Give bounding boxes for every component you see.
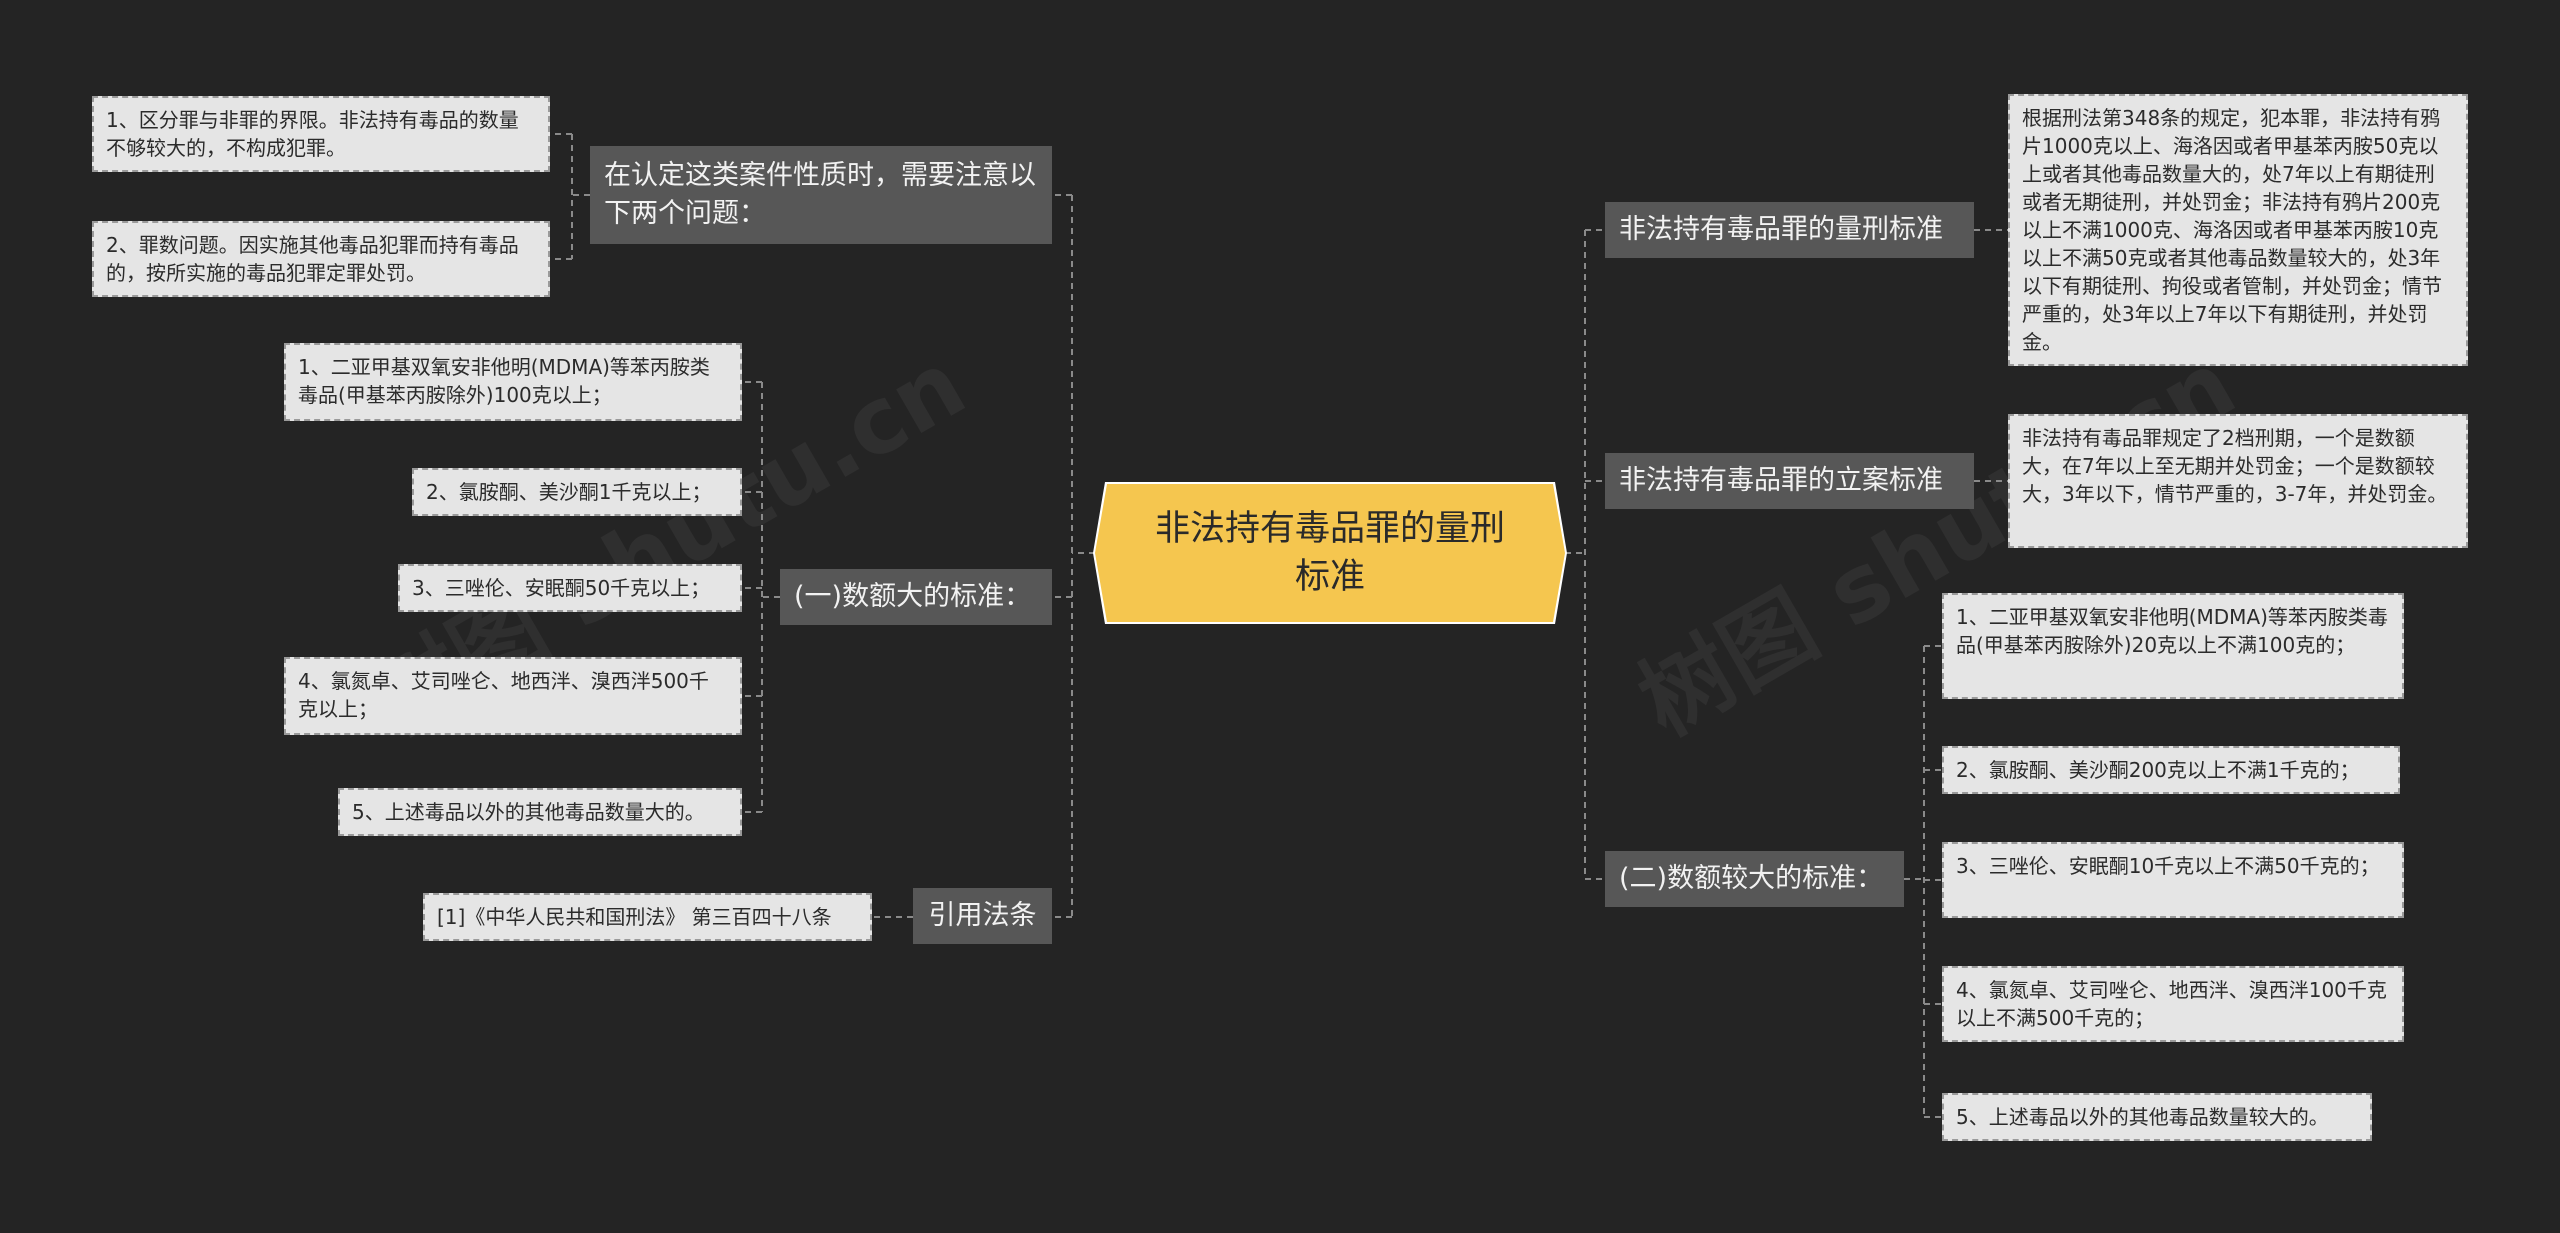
leaf-left-large-2[interactable]: 2、氯胺酮、美沙酮1千克以上； <box>412 468 742 516</box>
branch-label: (二)数额较大的标准： <box>1619 863 1884 894</box>
leaf-text: 3、三唑伦、安眠酮10千克以上不满50千克的； <box>1956 854 2380 878</box>
leaf-text: 根据刑法第348条的规定，犯本罪，非法持有鸦片1000克以上、海洛因或者甲基苯丙… <box>2022 106 2442 354</box>
leaf-text: 5、上述毒品以外的其他毒品数量大的。 <box>352 800 705 824</box>
leaf-right-sentencing-1[interactable]: 根据刑法第348条的规定，犯本罪，非法持有鸦片1000克以上、海洛因或者甲基苯丙… <box>2008 94 2468 366</box>
leaf-left-large-3[interactable]: 3、三唑伦、安眠酮50千克以上； <box>398 564 742 612</box>
branch-right-larger-amount[interactable]: (二)数额较大的标准： <box>1605 851 1904 907</box>
leaf-left-notes-1[interactable]: 1、区分罪与非罪的界限。非法持有毒品的数量不够较大的，不构成犯罪。 <box>92 96 550 172</box>
branch-right-sentencing[interactable]: 非法持有毒品罪的量刑标准 <box>1605 202 1974 258</box>
leaf-text: 5、上述毒品以外的其他毒品数量较大的。 <box>1956 1105 2329 1129</box>
center-topic[interactable]: 非法持有毒品罪的量刑标准 <box>1095 484 1565 622</box>
branch-label: 非法持有毒品罪的量刑标准 <box>1619 214 1943 245</box>
leaf-text: 非法持有毒品罪规定了2档刑期，一个是数额大，在7年以上至无期并处罚金；一个是数额… <box>2022 426 2448 506</box>
branch-label: 在认定这类案件性质时，需要注意以下两个问题： <box>604 160 1036 229</box>
leaf-text: 3、三唑伦、安眠酮50千克以上； <box>412 576 711 600</box>
leaf-text: 4、氯氮卓、艾司唑仑、地西泮、溴西泮500千克以上； <box>298 669 709 721</box>
center-topic-label: 非法持有毒品罪的量刑标准 <box>1154 509 1505 597</box>
leaf-text: 2、氯胺酮、美沙酮200克以上不满1千克的； <box>1956 758 2360 782</box>
leaf-text: [1]《中华人民共和国刑法》 第三百四十八条 <box>437 905 832 929</box>
leaf-text: 2、罪数问题。因实施其他毒品犯罪而持有毒品的，按所实施的毒品犯罪定罪处罚。 <box>106 233 519 285</box>
leaf-left-large-4[interactable]: 4、氯氮卓、艾司唑仑、地西泮、溴西泮500千克以上； <box>284 657 742 735</box>
branch-label: (一)数额大的标准： <box>794 581 1032 612</box>
leaf-right-larger-3[interactable]: 3、三唑伦、安眠酮10千克以上不满50千克的； <box>1942 842 2404 918</box>
branch-label: 非法持有毒品罪的立案标准 <box>1619 465 1943 496</box>
leaf-text: 1、区分罪与非罪的界限。非法持有毒品的数量不够较大的，不构成犯罪。 <box>106 108 519 160</box>
branch-label: 引用法条 <box>928 900 1037 931</box>
leaf-left-large-5[interactable]: 5、上述毒品以外的其他毒品数量大的。 <box>338 788 742 836</box>
leaf-right-larger-1[interactable]: 1、二亚甲基双氧安非他明(MDMA)等苯丙胺类毒品(甲基苯丙胺除外)20克以上不… <box>1942 593 2404 699</box>
leaf-right-larger-4[interactable]: 4、氯氮卓、艾司唑仑、地西泮、溴西泮100千克以上不满500千克的； <box>1942 966 2404 1042</box>
leaf-text: 2、氯胺酮、美沙酮1千克以上； <box>426 480 712 504</box>
branch-left-notes[interactable]: 在认定这类案件性质时，需要注意以下两个问题： <box>590 146 1052 244</box>
leaf-right-larger-5[interactable]: 5、上述毒品以外的其他毒品数量较大的。 <box>1942 1093 2372 1141</box>
leaf-right-filing-1[interactable]: 非法持有毒品罪规定了2档刑期，一个是数额大，在7年以上至无期并处罚金；一个是数额… <box>2008 414 2468 548</box>
branch-left-large-amount[interactable]: (一)数额大的标准： <box>780 569 1052 625</box>
leaf-left-law-1[interactable]: [1]《中华人民共和国刑法》 第三百四十八条 <box>423 893 872 941</box>
leaf-text: 1、二亚甲基双氧安非他明(MDMA)等苯丙胺类毒品(甲基苯丙胺除外)20克以上不… <box>1956 605 2388 657</box>
leaf-right-larger-2[interactable]: 2、氯胺酮、美沙酮200克以上不满1千克的； <box>1942 746 2400 794</box>
leaf-text: 1、二亚甲基双氧安非他明(MDMA)等苯丙胺类毒品(甲基苯丙胺除外)100克以上… <box>298 355 710 407</box>
branch-right-filing[interactable]: 非法持有毒品罪的立案标准 <box>1605 453 1974 509</box>
leaf-left-large-1[interactable]: 1、二亚甲基双氧安非他明(MDMA)等苯丙胺类毒品(甲基苯丙胺除外)100克以上… <box>284 343 742 421</box>
leaf-text: 4、氯氮卓、艾司唑仑、地西泮、溴西泮100千克以上不满500千克的； <box>1956 978 2387 1030</box>
branch-left-law-citation[interactable]: 引用法条 <box>913 888 1052 944</box>
leaf-left-notes-2[interactable]: 2、罪数问题。因实施其他毒品犯罪而持有毒品的，按所实施的毒品犯罪定罪处罚。 <box>92 221 550 297</box>
